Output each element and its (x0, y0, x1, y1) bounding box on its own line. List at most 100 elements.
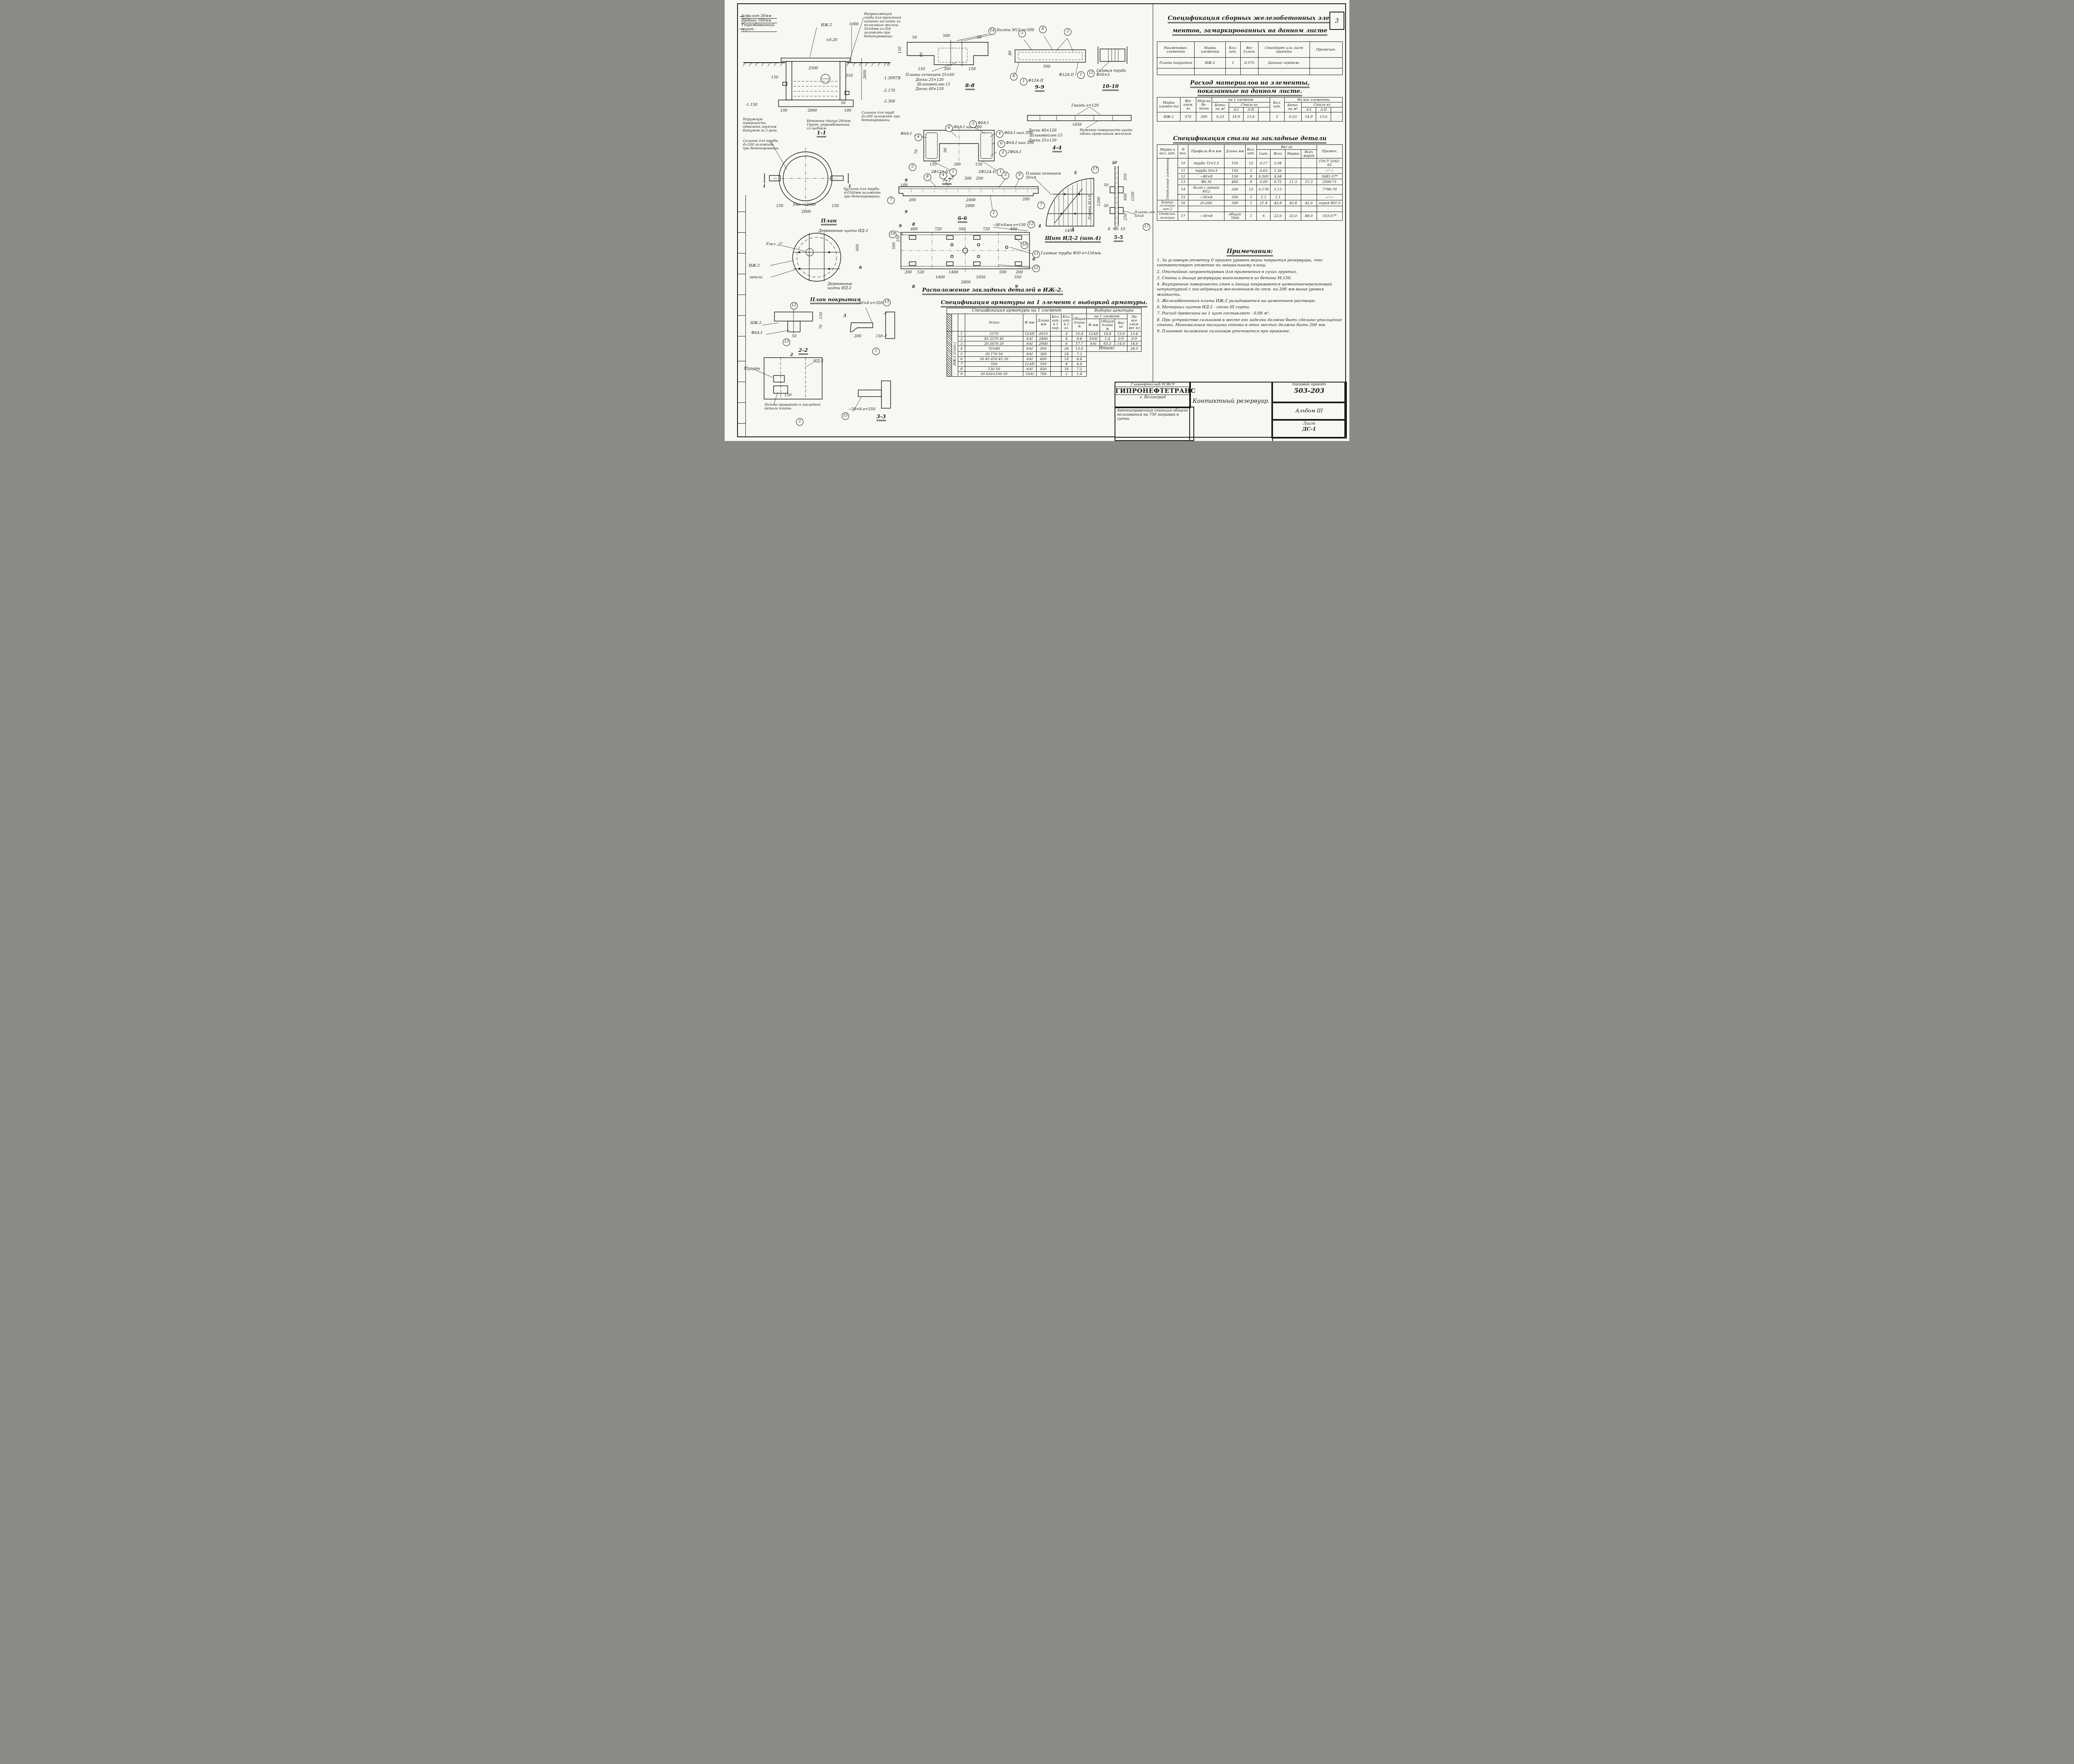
elev-2170: -2.170 (883, 89, 895, 93)
d55-dim-40: 40 (1114, 227, 1119, 231)
steel-table: Марка и кол. шт. N поз. Профиль Ф в мм Д… (1156, 144, 1343, 221)
callout-1a: 1 (1020, 78, 1027, 85)
cell: Данный чертеж. (1258, 57, 1310, 68)
d88-dim-50b: 50 (977, 36, 982, 40)
mat-h-bet1: Бето-на м³ (1212, 102, 1229, 112)
title-block-type: типовой проект 503-203 (1271, 382, 1347, 403)
cell: 6 (1061, 341, 1072, 346)
title-block-album: Альбом III (1271, 402, 1347, 421)
cell (1050, 356, 1061, 362)
cell: 2 (957, 336, 965, 341)
steel-group-1: Отдельные элементы (1157, 158, 1178, 200)
table-row: Спецификация арматуры на 1 элемент Выбор… (946, 308, 1142, 314)
dim-1000: 1000 (849, 22, 859, 27)
callout-10b: 10 (1021, 241, 1028, 249)
cell: 14.0 (1114, 341, 1127, 346)
cell (1050, 351, 1061, 357)
layout-l11: Газовые трубы Ф50 е=150мм. (1041, 251, 1102, 256)
layout-mark-9a: 9 (899, 224, 902, 229)
cell (1050, 371, 1061, 377)
cell: 9.8 (1071, 336, 1087, 341)
cell: 6АI (1022, 341, 1037, 346)
cell: 7 (957, 361, 965, 367)
detail-2-linework (753, 357, 823, 405)
d88-dim-500: 500 (943, 34, 950, 38)
arm-h-ob: Общая длина м (1071, 313, 1087, 331)
d77-t1b: 2Ф12А-II (979, 170, 996, 174)
cell: 0.9 (1114, 336, 1127, 341)
cell: Плита покрытия (1156, 57, 1195, 68)
cell: 10АI (1022, 371, 1037, 377)
elev-ugv: -1.30УГВ (883, 76, 901, 80)
section-9-9-title: 9-9 (1035, 84, 1044, 92)
cell (1087, 372, 1142, 377)
callout-17a: 17 (1091, 166, 1099, 173)
sheet-label: Лист (1303, 422, 1315, 426)
callout-4c: 4 (940, 172, 947, 179)
cell (1258, 68, 1310, 75)
d77-t2: 2Ф6А-I (1008, 150, 1021, 154)
callout-10a: 10 (889, 231, 896, 238)
mat-a2-2: А-II (1316, 107, 1331, 112)
mat-h-ves: Вес элем. кг (1180, 97, 1196, 112)
d44-gvozdi: Гвозди е=120 (1071, 104, 1099, 108)
table-row: 12 −80×8 150 8 0.505 4.04 5681-57* (1157, 173, 1343, 180)
cell: 12АII (1022, 331, 1037, 336)
steel-h-prim: Примеч. (1316, 144, 1343, 158)
cell (1245, 205, 1257, 212)
mat-h-mbet: Мар-ка бе-тона (1195, 97, 1212, 112)
cell: 42.8 (1285, 200, 1301, 206)
cell: 550 (1036, 361, 1051, 367)
cell: 22.0 (1270, 211, 1285, 221)
callout-13: 13 (783, 339, 790, 346)
cell: 14.0 (1127, 341, 1142, 346)
section-1-1-title: 1-1 (817, 129, 826, 137)
table-row (1156, 68, 1343, 75)
cell: 26 (1061, 346, 1072, 352)
d66-mark-9b: 9 (905, 210, 908, 214)
d77-t6b: Ф6А-I шаг 200 (1006, 141, 1034, 145)
steel-h-marka: Марка и кол. шт. (1156, 144, 1178, 158)
dim-2800: 2800 (808, 109, 817, 113)
cell: 2 (1061, 371, 1072, 377)
cell: 63.3 (1100, 341, 1115, 346)
table-row: Марка и кол. шт. N поз. Профиль Ф в мм Д… (1156, 144, 1343, 158)
cell: 24 (1061, 351, 1072, 357)
cell: 4 (1061, 336, 1072, 341)
du2-ud2: ИД-2 (813, 359, 823, 363)
section-5-5-title: 5-5 (1114, 234, 1123, 242)
cell (1285, 194, 1301, 200)
table-row: 7 550 12АII 550 8 4.4 (947, 361, 1142, 367)
callout-2: 2 (999, 149, 1007, 157)
detail-2-number: 2 (796, 418, 803, 426)
cell: 103-57* (1316, 211, 1343, 221)
steel-h-1sht: 1шт. (1256, 149, 1271, 158)
layout-title: Расположение закладных деталей в ИЖ-2. (922, 287, 1063, 295)
cell: 12АII (1022, 361, 1037, 367)
cell: −50×8 (1188, 211, 1224, 221)
cell: 14.9 (1228, 112, 1244, 122)
d88-mat4: Доски 40×120 (915, 87, 944, 91)
cell: 14.8 (1100, 331, 1115, 336)
cell: 7796-70 (1316, 184, 1343, 195)
cell: 12 (1178, 173, 1189, 180)
shield-dim-1450: 1450 (1065, 229, 1074, 233)
callout-8b: 8 (1010, 73, 1018, 80)
cell: 1 (1245, 194, 1257, 200)
materials-heading-line2: показанные на данном листе. (1156, 88, 1344, 96)
cell: 6АI (1022, 366, 1037, 372)
d77-b2: 300 (954, 163, 961, 167)
cell: 9 (957, 371, 965, 377)
cell: 3 (957, 341, 965, 346)
cover-plan-title: План покрытия (810, 296, 861, 304)
cell: 2900 (1036, 341, 1051, 346)
layout-b5: 200 (1016, 270, 1023, 275)
cell (1178, 205, 1189, 212)
mat-h-marka: Марка элемен-та (1157, 97, 1181, 112)
table-row: Наименован. элемента Марка элемента Кол.… (1156, 41, 1343, 58)
spec-heading-text2: ментов, замаркированных на данном листе (1172, 27, 1328, 36)
arm-left-group: Спецификация арматуры на 1 элемент (946, 308, 1087, 314)
spec-heading-text1: Спецификация сборных железобетонных эле- (1168, 15, 1332, 23)
arm-h-f2: Ф мм (1086, 318, 1100, 331)
spec-h-1: Марка элемента (1194, 41, 1226, 58)
